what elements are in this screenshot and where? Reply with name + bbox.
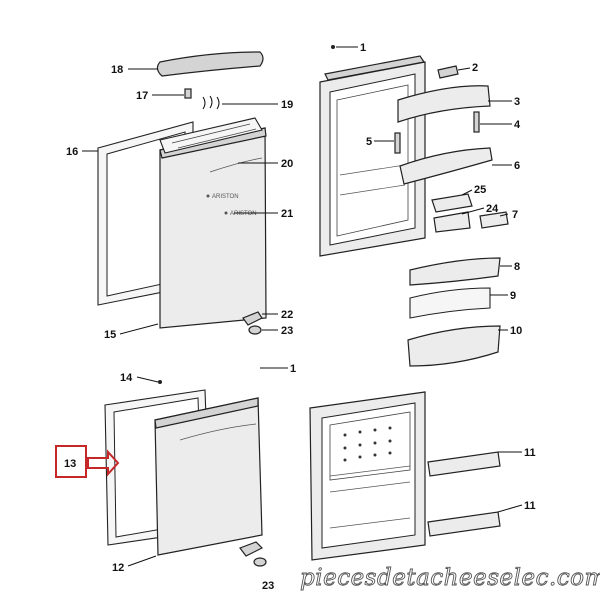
callout-23-lower: 23	[262, 580, 274, 592]
callout-17: 17	[136, 90, 148, 102]
callout-6: 6	[514, 160, 520, 172]
part-23-bushing-upper	[248, 325, 262, 335]
part-19-springs	[202, 95, 220, 110]
callout-2: 2	[472, 62, 478, 74]
callout-8: 8	[514, 261, 520, 273]
callout-4: 4	[514, 119, 521, 131]
callout-21: 21	[281, 208, 293, 220]
callout-11-lower: 11	[524, 500, 536, 512]
door-top-frame	[159, 117, 263, 154]
part-12-freezer-door-panel	[154, 397, 263, 556]
brand-label-b: ARISTON	[230, 211, 257, 217]
callout-14: 14	[120, 372, 133, 384]
callout-12: 12	[112, 562, 124, 574]
callout-18: 18	[111, 64, 123, 76]
brand-label-a: ARISTON	[212, 194, 239, 200]
part-15-door-panel: ARISTON ARISTON	[159, 127, 267, 329]
callout-19: 19	[281, 99, 293, 111]
callout-1-bottom: 1	[290, 363, 296, 375]
callout-numbers: 1 2 3 4 5 6 7 8 9 10 11 11 12 13 14 15 1…	[64, 42, 536, 592]
callout-10: 10	[510, 325, 522, 337]
upper-door-assembly: ARISTON ARISTON	[97, 51, 267, 335]
callout-16: 16	[66, 146, 78, 158]
callout-22: 22	[281, 309, 293, 321]
watermark: piecesdetacheeselec.com	[300, 565, 600, 591]
highlight-part-13	[55, 445, 120, 478]
lower-inner-door	[309, 391, 501, 561]
callout-5: 5	[366, 136, 372, 148]
lower-door-assembly	[104, 380, 267, 567]
callout-25: 25	[474, 184, 486, 196]
part-17-hinge-pin	[184, 88, 192, 99]
callout-24: 24	[486, 203, 499, 215]
callout-15: 15	[104, 329, 116, 341]
callout-3: 3	[514, 96, 520, 108]
callout-13: 13	[64, 458, 76, 470]
highlight-arrow	[87, 449, 120, 477]
callout-9: 9	[510, 290, 516, 302]
upper-inner-door	[319, 45, 509, 367]
highlight-box	[55, 445, 87, 478]
callout-23-upper: 23	[281, 325, 293, 337]
callout-11-upper: 11	[524, 447, 536, 459]
callout-20: 20	[281, 158, 293, 170]
leader-lines	[82, 46, 523, 567]
callout-1-top: 1	[360, 42, 366, 54]
part-18-top-handle-cap	[156, 51, 264, 77]
part-22-lower-hinge	[242, 311, 263, 326]
callout-7: 7	[512, 209, 518, 221]
